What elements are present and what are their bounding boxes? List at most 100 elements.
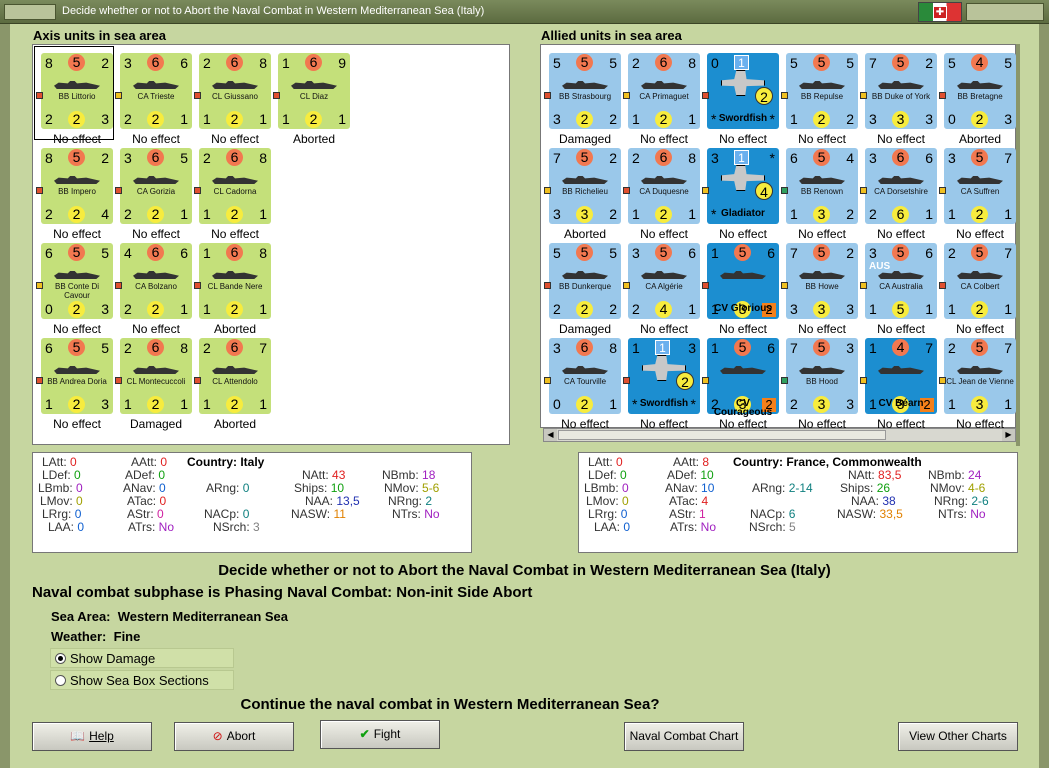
unit-status-marker-icon — [939, 187, 946, 194]
unit-bottom-right-value: 2 — [609, 111, 617, 127]
unit-top-left-value: 3 — [869, 245, 877, 261]
ship-icon — [799, 366, 845, 374]
show-sea-box-radio[interactable] — [55, 675, 66, 686]
unit-bottom-left-value: * — [711, 206, 717, 222]
unit-top-left-value: 2 — [203, 340, 211, 356]
window-controls[interactable] — [966, 3, 1044, 21]
unit-combat-result: Aborted — [958, 132, 1002, 146]
unit-top-right-value: 7 — [1004, 150, 1012, 166]
unit-status-marker-icon — [623, 377, 630, 384]
unit-status-marker-icon — [702, 92, 709, 99]
ship-icon — [133, 271, 179, 279]
help-button[interactable]: 📖Help — [32, 722, 152, 751]
scroll-right-icon[interactable]: ▶ — [1002, 429, 1015, 441]
unit-bottom-value: 2 — [971, 111, 988, 128]
ship-icon — [878, 81, 924, 89]
unit-bottom-value: 3 — [734, 301, 751, 318]
show-damage-radio[interactable] — [55, 653, 66, 664]
unit-combat-result: No effect — [877, 417, 925, 431]
allied-horizontal-scrollbar[interactable]: ◀ ▶ — [543, 428, 1016, 442]
unit-bottom-value: 4 — [655, 301, 672, 318]
system-menu-button[interactable] — [4, 4, 56, 20]
unit-combat-result: Aborted — [213, 417, 257, 431]
unit-top-value: 5 — [68, 54, 85, 71]
unit-combat-result: No effect — [132, 227, 180, 241]
unit-combat-result: No effect — [798, 417, 846, 431]
window-frame — [0, 24, 1049, 768]
axis-arng: 0 — [242, 481, 250, 495]
unit-top-right-value: 8 — [259, 55, 267, 71]
scroll-left-icon[interactable]: ◀ — [544, 429, 557, 441]
unit-top-right-value: 6 — [925, 150, 933, 166]
ship-icon — [878, 176, 924, 184]
axis-laa: 0 — [77, 520, 85, 534]
unit-name: CL Diaz — [299, 92, 329, 101]
unit-top-left-value: 3 — [948, 150, 956, 166]
unit-top-value: 6 — [655, 54, 672, 71]
unit-bottom-right-value: 1 — [338, 111, 346, 127]
unit-top-right-value: 6 — [767, 245, 775, 261]
unit-top-left-value: 8 — [45, 150, 53, 166]
show-damage-label: Show Damage — [70, 651, 156, 666]
show-sea-box-option[interactable]: Show Sea Box Sections — [50, 670, 234, 690]
unit-name: CA Dorsetshire — [874, 187, 928, 196]
view-other-charts-button[interactable]: View Other Charts — [898, 722, 1018, 751]
unit-top-right-value: 5 — [101, 340, 109, 356]
unit-bottom-right-value: * — [769, 111, 775, 127]
unit-status-marker-icon — [781, 377, 788, 384]
abort-button[interactable]: ⊘Abort — [174, 722, 294, 751]
axis-latt: 0 — [70, 455, 77, 469]
unit-bottom-right-value: 3 — [846, 301, 854, 317]
scroll-thumb[interactable] — [558, 430, 886, 440]
unit-status-marker-icon — [194, 92, 201, 99]
unit-name: CA Suffren — [960, 187, 1000, 196]
unit-combat-result: No effect — [719, 417, 767, 431]
unit-top-right-value: 8 — [259, 150, 267, 166]
unit-top-right-value: 6 — [180, 245, 188, 261]
show-damage-option[interactable]: Show Damage — [50, 648, 234, 668]
unit-name: CV Glorious — [714, 303, 772, 314]
unit-top-value: 6 — [147, 54, 164, 71]
fight-button[interactable]: ✔Fight — [320, 720, 440, 749]
naval-combat-chart-button[interactable]: Naval Combat Chart — [624, 722, 744, 751]
allied-vertical-scrollbar[interactable] — [1016, 44, 1020, 446]
unit-name: BB Hood — [805, 377, 839, 386]
